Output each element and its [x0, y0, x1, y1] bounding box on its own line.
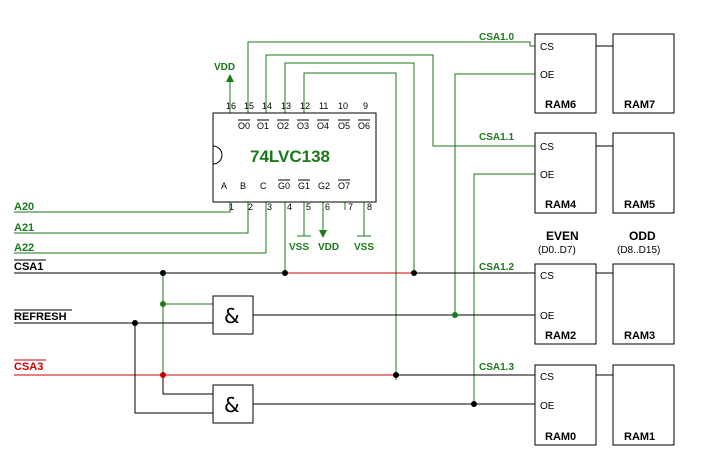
sig-g1: G1 — [298, 181, 310, 191]
ram4-cs: CS — [540, 142, 554, 153]
ram6-label: RAM6 — [545, 99, 576, 111]
pin-15: 15 — [244, 101, 254, 111]
ram6-cs: CS — [540, 42, 554, 53]
ram5-label: RAM5 — [624, 199, 655, 211]
column-headers: EVEN (D0..D7) ODD (D8..D15) — [538, 229, 660, 256]
sig-g2: G2 — [318, 181, 330, 191]
vss-left-label: VSS — [289, 242, 309, 253]
pin-3: 3 — [267, 202, 272, 212]
ram3-label: RAM3 — [624, 330, 655, 342]
pin-6: 6 — [325, 202, 330, 212]
vdd-top-label: VDD — [214, 62, 235, 73]
ram2-block: CS OE RAM2 — [534, 263, 597, 345]
label-refresh: REFRESH — [14, 311, 67, 323]
ram2-label: RAM2 — [545, 330, 576, 342]
sig-g0: G0 — [278, 181, 290, 191]
even-bits: (D0..D7) — [538, 245, 576, 256]
green-wires — [14, 41, 535, 404]
ram4-oe: OE — [540, 170, 555, 181]
chip-select-labels: CSA1.0 CSA1.1 CSA1.2 CSA1.3 — [479, 32, 514, 373]
ram4-label: RAM4 — [545, 199, 577, 211]
ram1-label: RAM1 — [624, 431, 655, 443]
pin-5: 5 — [306, 202, 311, 212]
pin-4: 4 — [287, 202, 292, 212]
pin-8: 8 — [367, 202, 372, 212]
ram0-label: RAM0 — [545, 431, 576, 443]
black-wires — [14, 45, 613, 414]
and-upper-symbol: & — [224, 304, 240, 328]
sig-o2: O2 — [277, 121, 289, 131]
ram0-block: CS OE RAM0 — [534, 364, 597, 446]
ram2-cs: CS — [540, 271, 554, 282]
ram3-block: RAM3 — [612, 263, 675, 345]
sig-o1: O1 — [257, 121, 269, 131]
sig-c: C — [260, 181, 267, 191]
label-csa3: CSA3 — [14, 361, 43, 373]
pin-11: 11 — [319, 101, 328, 111]
ram4-block: CS OE RAM4 — [534, 132, 597, 214]
red-wires — [14, 272, 414, 376]
sig-o7: O7 — [338, 181, 350, 191]
ram0-cs: CS — [540, 372, 554, 383]
pin-16: 16 — [226, 101, 236, 111]
and-gate-upper: & — [212, 295, 254, 335]
ram2-oe: OE — [540, 311, 555, 322]
pin-10: 10 — [338, 101, 348, 111]
ram7-block: RAM7 — [612, 33, 675, 114]
vdd-bottom-label: VDD — [318, 242, 339, 253]
label-a22: A22 — [14, 242, 34, 254]
ram0-oe: OE — [540, 401, 555, 412]
junctions — [132, 270, 477, 407]
even-header: EVEN — [546, 229, 579, 243]
label-csa1: CSA1 — [14, 261, 43, 273]
pin-14: 14 — [262, 101, 272, 111]
label-csa1-2: CSA1.2 — [479, 262, 514, 273]
sig-o4: O4 — [317, 121, 329, 131]
vss-right-label: VSS — [354, 242, 374, 253]
pin-13: 13 — [281, 101, 291, 111]
sig-o6: O6 — [358, 121, 370, 131]
label-a20: A20 — [14, 201, 34, 213]
odd-bits: (D8..D15) — [617, 245, 660, 256]
label-a21: A21 — [14, 222, 34, 234]
ram1-block: RAM1 — [612, 364, 675, 446]
pin-2: 2 — [248, 202, 253, 212]
sig-o5: O5 — [338, 121, 350, 131]
pin-12: 12 — [300, 101, 310, 111]
pin-1: 1 — [229, 202, 234, 212]
pin-9: 9 — [363, 101, 368, 111]
decoder-name: 74LVC138 — [250, 147, 330, 166]
pin-7: 7 — [348, 202, 353, 212]
ram7-label: RAM7 — [624, 99, 655, 111]
label-csa1-0: CSA1.0 — [479, 32, 514, 43]
sig-a: A — [221, 181, 227, 191]
label-csa1-3: CSA1.3 — [479, 362, 514, 373]
and-lower-symbol: & — [224, 393, 240, 417]
decoder-ic: 74LVC138 16 15 14 13 12 11 10 9 O0 O1 O2… — [212, 62, 377, 253]
ram5-block: RAM5 — [612, 132, 675, 214]
odd-header: ODD — [629, 229, 656, 243]
sig-o0: O0 — [238, 121, 250, 131]
sig-o3: O3 — [297, 121, 309, 131]
sig-b: B — [240, 181, 246, 191]
and-gate-lower: & — [212, 384, 254, 424]
label-csa1-1: CSA1.1 — [479, 132, 514, 143]
ram6-block: CS OE RAM6 — [534, 33, 597, 114]
ram6-oe: OE — [540, 70, 555, 81]
input-labels: A20 A21 A22 CSA1 REFRESH CSA3 — [14, 201, 72, 373]
